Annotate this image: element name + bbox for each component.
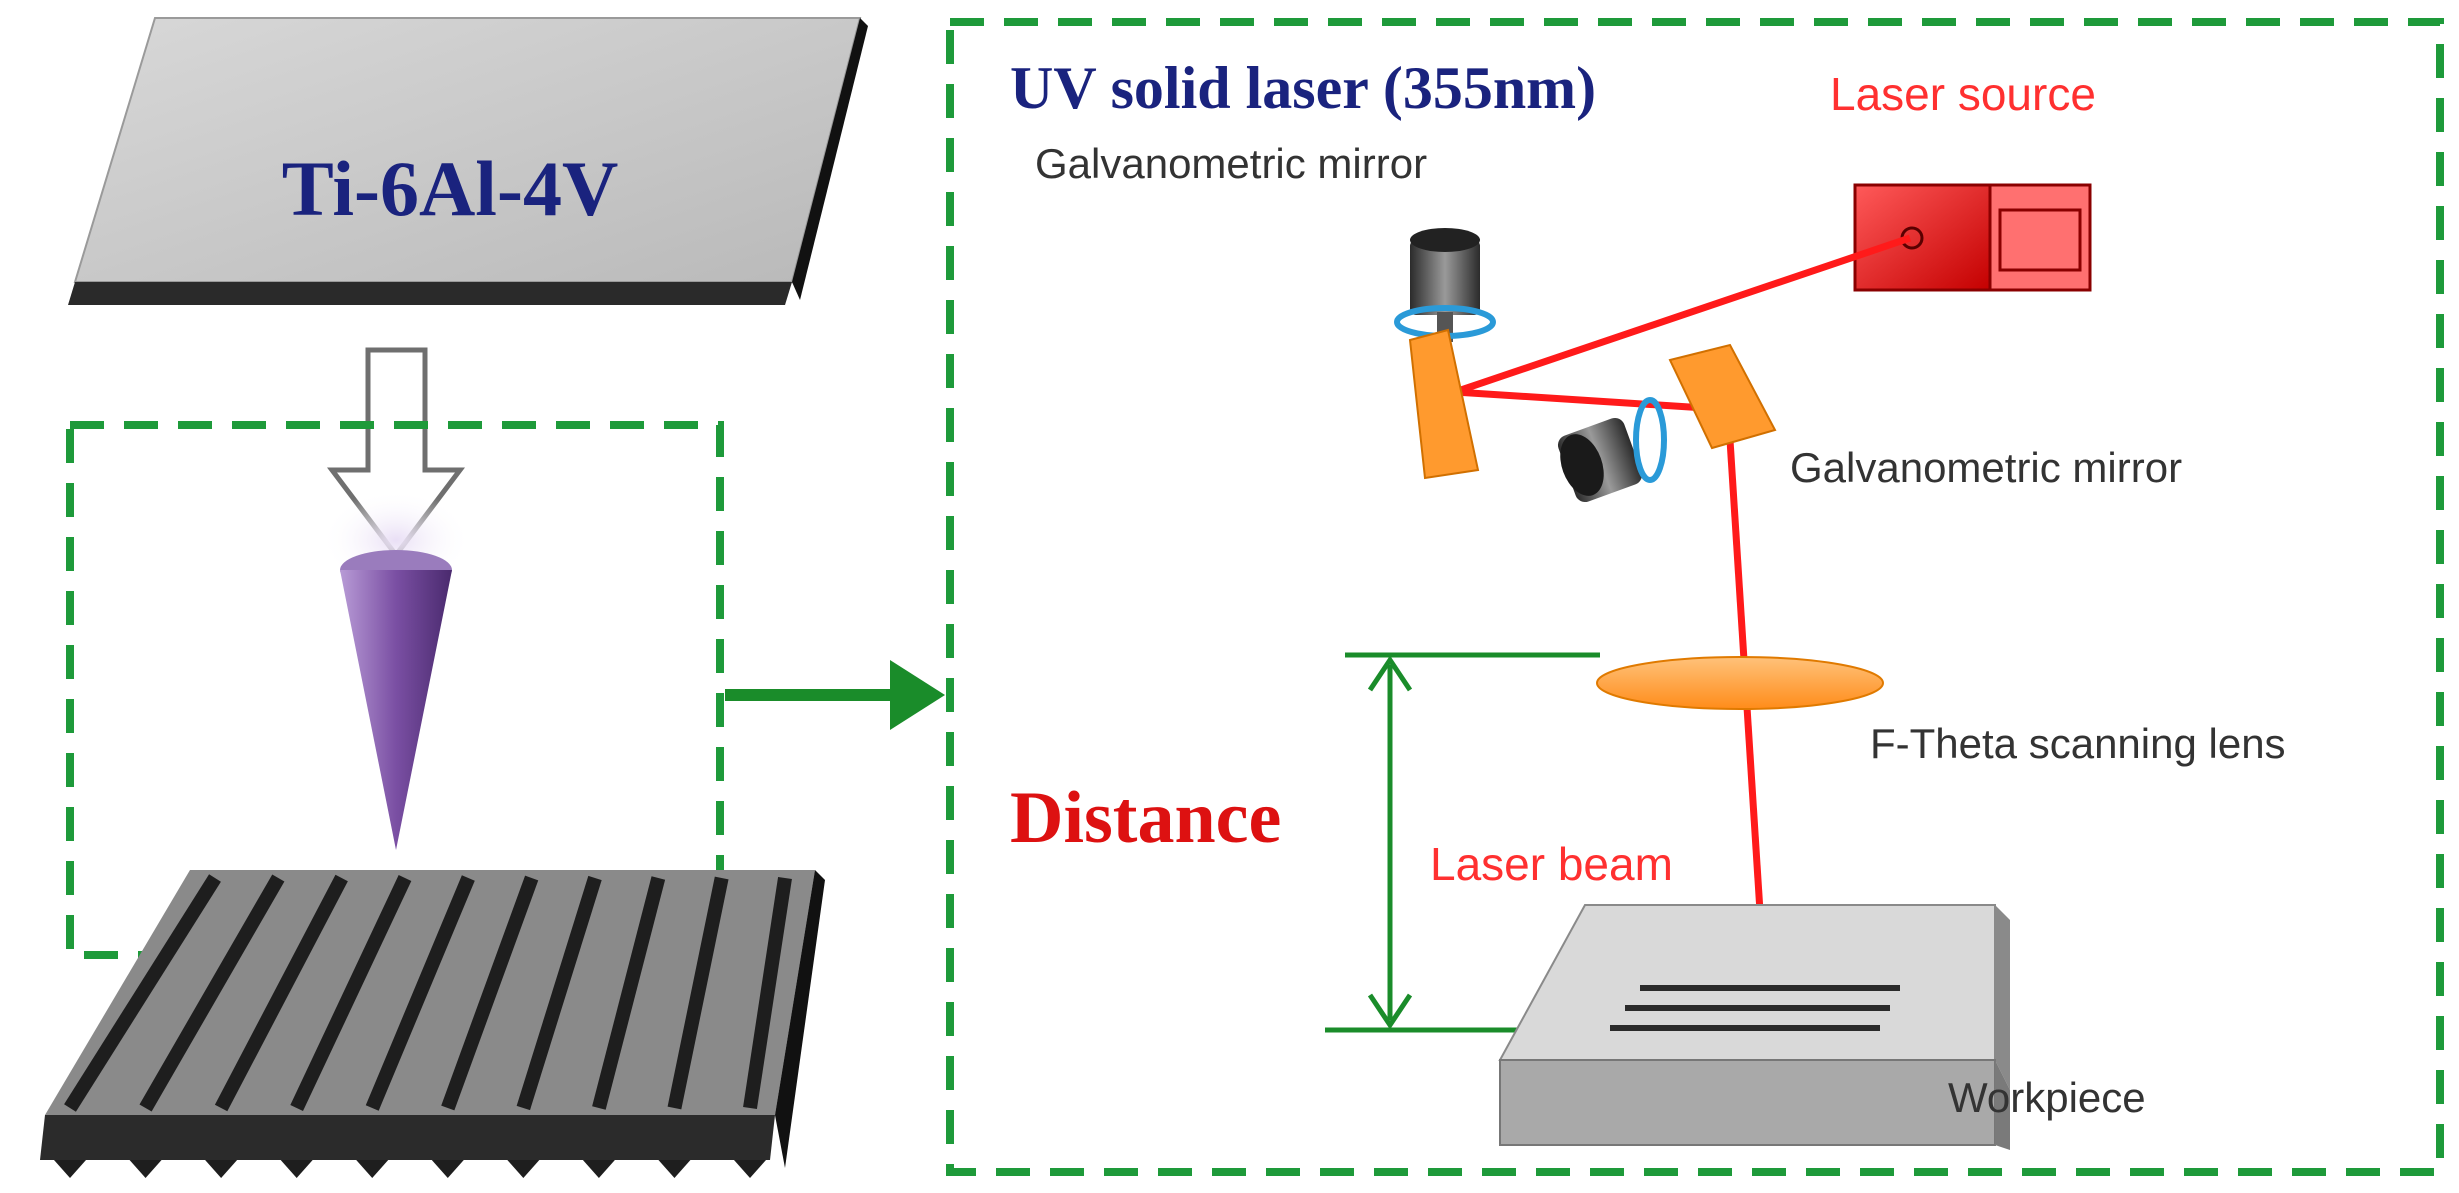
diagram-title: UV solid laser (355nm)	[1010, 55, 1596, 121]
plate-label: Ti-6Al-4V	[282, 145, 619, 232]
laser-source-box	[1853, 183, 2092, 292]
grooved-plate	[40, 870, 825, 1178]
groove-line	[516, 875, 602, 1111]
laser-beam-path	[1453, 234, 1912, 991]
laser-source-label: Laser source	[1830, 68, 2096, 120]
laser-cone	[321, 490, 471, 850]
groove-tip	[507, 1160, 540, 1178]
lens-label: F-Theta scanning lens	[1870, 720, 2286, 767]
groove-line	[743, 876, 792, 1110]
f-theta-lens	[1596, 656, 1884, 710]
zoom-region-box	[66, 421, 724, 959]
groove-line	[365, 875, 475, 1111]
galvo-mirror-right-label: Galvanometric mirror	[1790, 444, 2182, 491]
titanium-plate	[68, 17, 868, 305]
groove-line	[592, 876, 666, 1110]
distance-label: Distance	[1010, 777, 1281, 859]
groove-tip	[280, 1160, 313, 1178]
groove-tip	[129, 1160, 162, 1178]
galvo-mirror-right	[1557, 343, 1777, 503]
zoom-arrow	[725, 660, 945, 730]
groove-line	[290, 875, 412, 1111]
groove-line	[667, 876, 729, 1110]
galvo-mirror-top	[1394, 228, 1496, 480]
workpiece-label: Workpiece	[1948, 1074, 2146, 1121]
groove-tip	[356, 1160, 389, 1178]
groove-line	[214, 874, 348, 1112]
groove-line	[441, 875, 539, 1111]
groove-line	[139, 874, 285, 1112]
detail-box	[946, 18, 2444, 1176]
groove-tip	[582, 1160, 615, 1178]
galvo-mirror-top-label: Galvanometric mirror	[1035, 140, 1427, 187]
groove-tip	[658, 1160, 691, 1178]
groove-tip	[54, 1160, 86, 1178]
workpiece	[1498, 904, 2010, 1150]
laser-beam-label: Laser beam	[1430, 838, 1673, 890]
groove-tip	[205, 1160, 238, 1178]
groove-line	[64, 874, 221, 1112]
groove-tip	[734, 1160, 766, 1178]
groove-tip	[431, 1160, 464, 1178]
